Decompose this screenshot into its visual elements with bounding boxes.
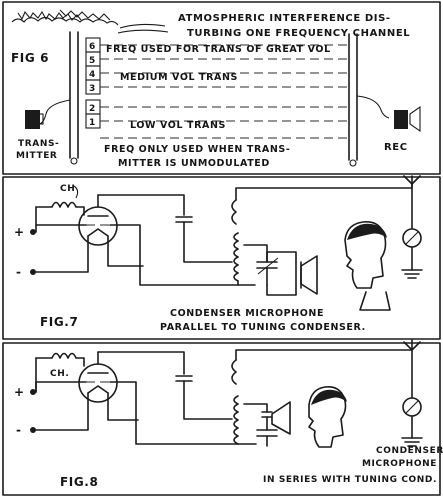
fig7-caption-line1: CONDENSER MICROPHONE bbox=[170, 308, 324, 319]
positive-label: + bbox=[14, 225, 25, 239]
ammeter-icon bbox=[402, 228, 422, 248]
positive-terminal bbox=[30, 229, 36, 235]
great-volume-label: FREQ USED FOR TRANS OF GREAT VOL bbox=[106, 44, 331, 55]
fig6-title: FIG 6 bbox=[11, 51, 49, 65]
interference-label-line1: ATMOSPHERIC INTERFERENCE DIS- bbox=[178, 13, 391, 24]
fig6-border bbox=[2, 1, 441, 175]
medium-volume-label: MEDIUM VOL TRANS bbox=[120, 72, 238, 83]
fig8-caption-line2: MICROPHONE bbox=[362, 459, 437, 469]
choke-label: CH bbox=[60, 184, 75, 194]
choke-label: CH. bbox=[50, 369, 69, 379]
receiver-frequency-rail bbox=[348, 33, 358, 167]
transmitter-frequency-rail bbox=[69, 31, 79, 165]
vacuum-tube-icon bbox=[78, 194, 118, 246]
channel-1-number: 1 bbox=[89, 118, 96, 128]
fig7-title: FIG.7 bbox=[40, 315, 78, 329]
speaker-head-icon bbox=[344, 221, 391, 311]
interference-cloud-icon bbox=[11, 9, 169, 34]
choke-coil-icon bbox=[35, 352, 85, 367]
transmitter-label-line2: MITTER bbox=[16, 151, 57, 161]
fig7-caption-line2: PARALLEL TO TUNING CONDENSER. bbox=[160, 322, 366, 333]
low-volume-label: LOW VOL TRANS bbox=[130, 120, 226, 131]
receiver-label: REC bbox=[384, 142, 408, 153]
channel-3-number: 3 bbox=[89, 84, 96, 94]
positive-terminal bbox=[30, 389, 36, 395]
tuning-coil-icon bbox=[231, 359, 239, 445]
transmitter-icon bbox=[25, 99, 71, 129]
ammeter-icon bbox=[402, 397, 422, 417]
negative-label: - bbox=[16, 423, 22, 437]
fig8-panel: + - CH. bbox=[2, 339, 443, 496]
unmodulated-label-line2: MITTER IS UNMODULATED bbox=[118, 158, 270, 169]
choke-coil-icon bbox=[35, 201, 85, 216]
speaker-head-icon bbox=[308, 385, 347, 448]
ground-icon bbox=[401, 269, 423, 279]
fig8-caption-line3: IN SERIES WITH TUNING COND. bbox=[263, 475, 437, 485]
channel-6-number: 6 bbox=[89, 42, 96, 52]
ground-icon bbox=[401, 437, 423, 447]
vacuum-tube-icon bbox=[78, 351, 118, 403]
unmodulated-label-line1: FREQ ONLY USED WHEN TRANS- bbox=[104, 144, 290, 155]
positive-label: + bbox=[14, 385, 25, 399]
condenser-microphone-icon bbox=[295, 255, 318, 295]
transmitter-label-line1: TRANS- bbox=[18, 139, 59, 149]
fig8-caption-line1: CONDENSER bbox=[376, 446, 443, 456]
fig6-panel: ATMOSPHERIC INTERFERENCE DIS- TURBING ON… bbox=[2, 1, 441, 175]
channel-4-number: 4 bbox=[89, 70, 96, 80]
tuning-coil-icon bbox=[231, 199, 239, 282]
negative-label: - bbox=[16, 265, 22, 279]
fig7-border bbox=[2, 176, 441, 340]
fig8-border bbox=[2, 342, 441, 496]
receiver-icon bbox=[356, 95, 421, 133]
channel-5-number: 5 bbox=[89, 56, 96, 66]
fig7-panel: + - CH bbox=[2, 175, 441, 340]
interference-label-line2: TURBING ONE FREQUENCY CHANNEL bbox=[187, 28, 410, 39]
channel-2-number: 2 bbox=[89, 104, 96, 114]
tuning-condenser bbox=[256, 429, 278, 437]
fig8-title: FIG.8 bbox=[60, 475, 98, 489]
channel-number-boxes: 6 5 4 3 2 1 bbox=[85, 37, 101, 129]
